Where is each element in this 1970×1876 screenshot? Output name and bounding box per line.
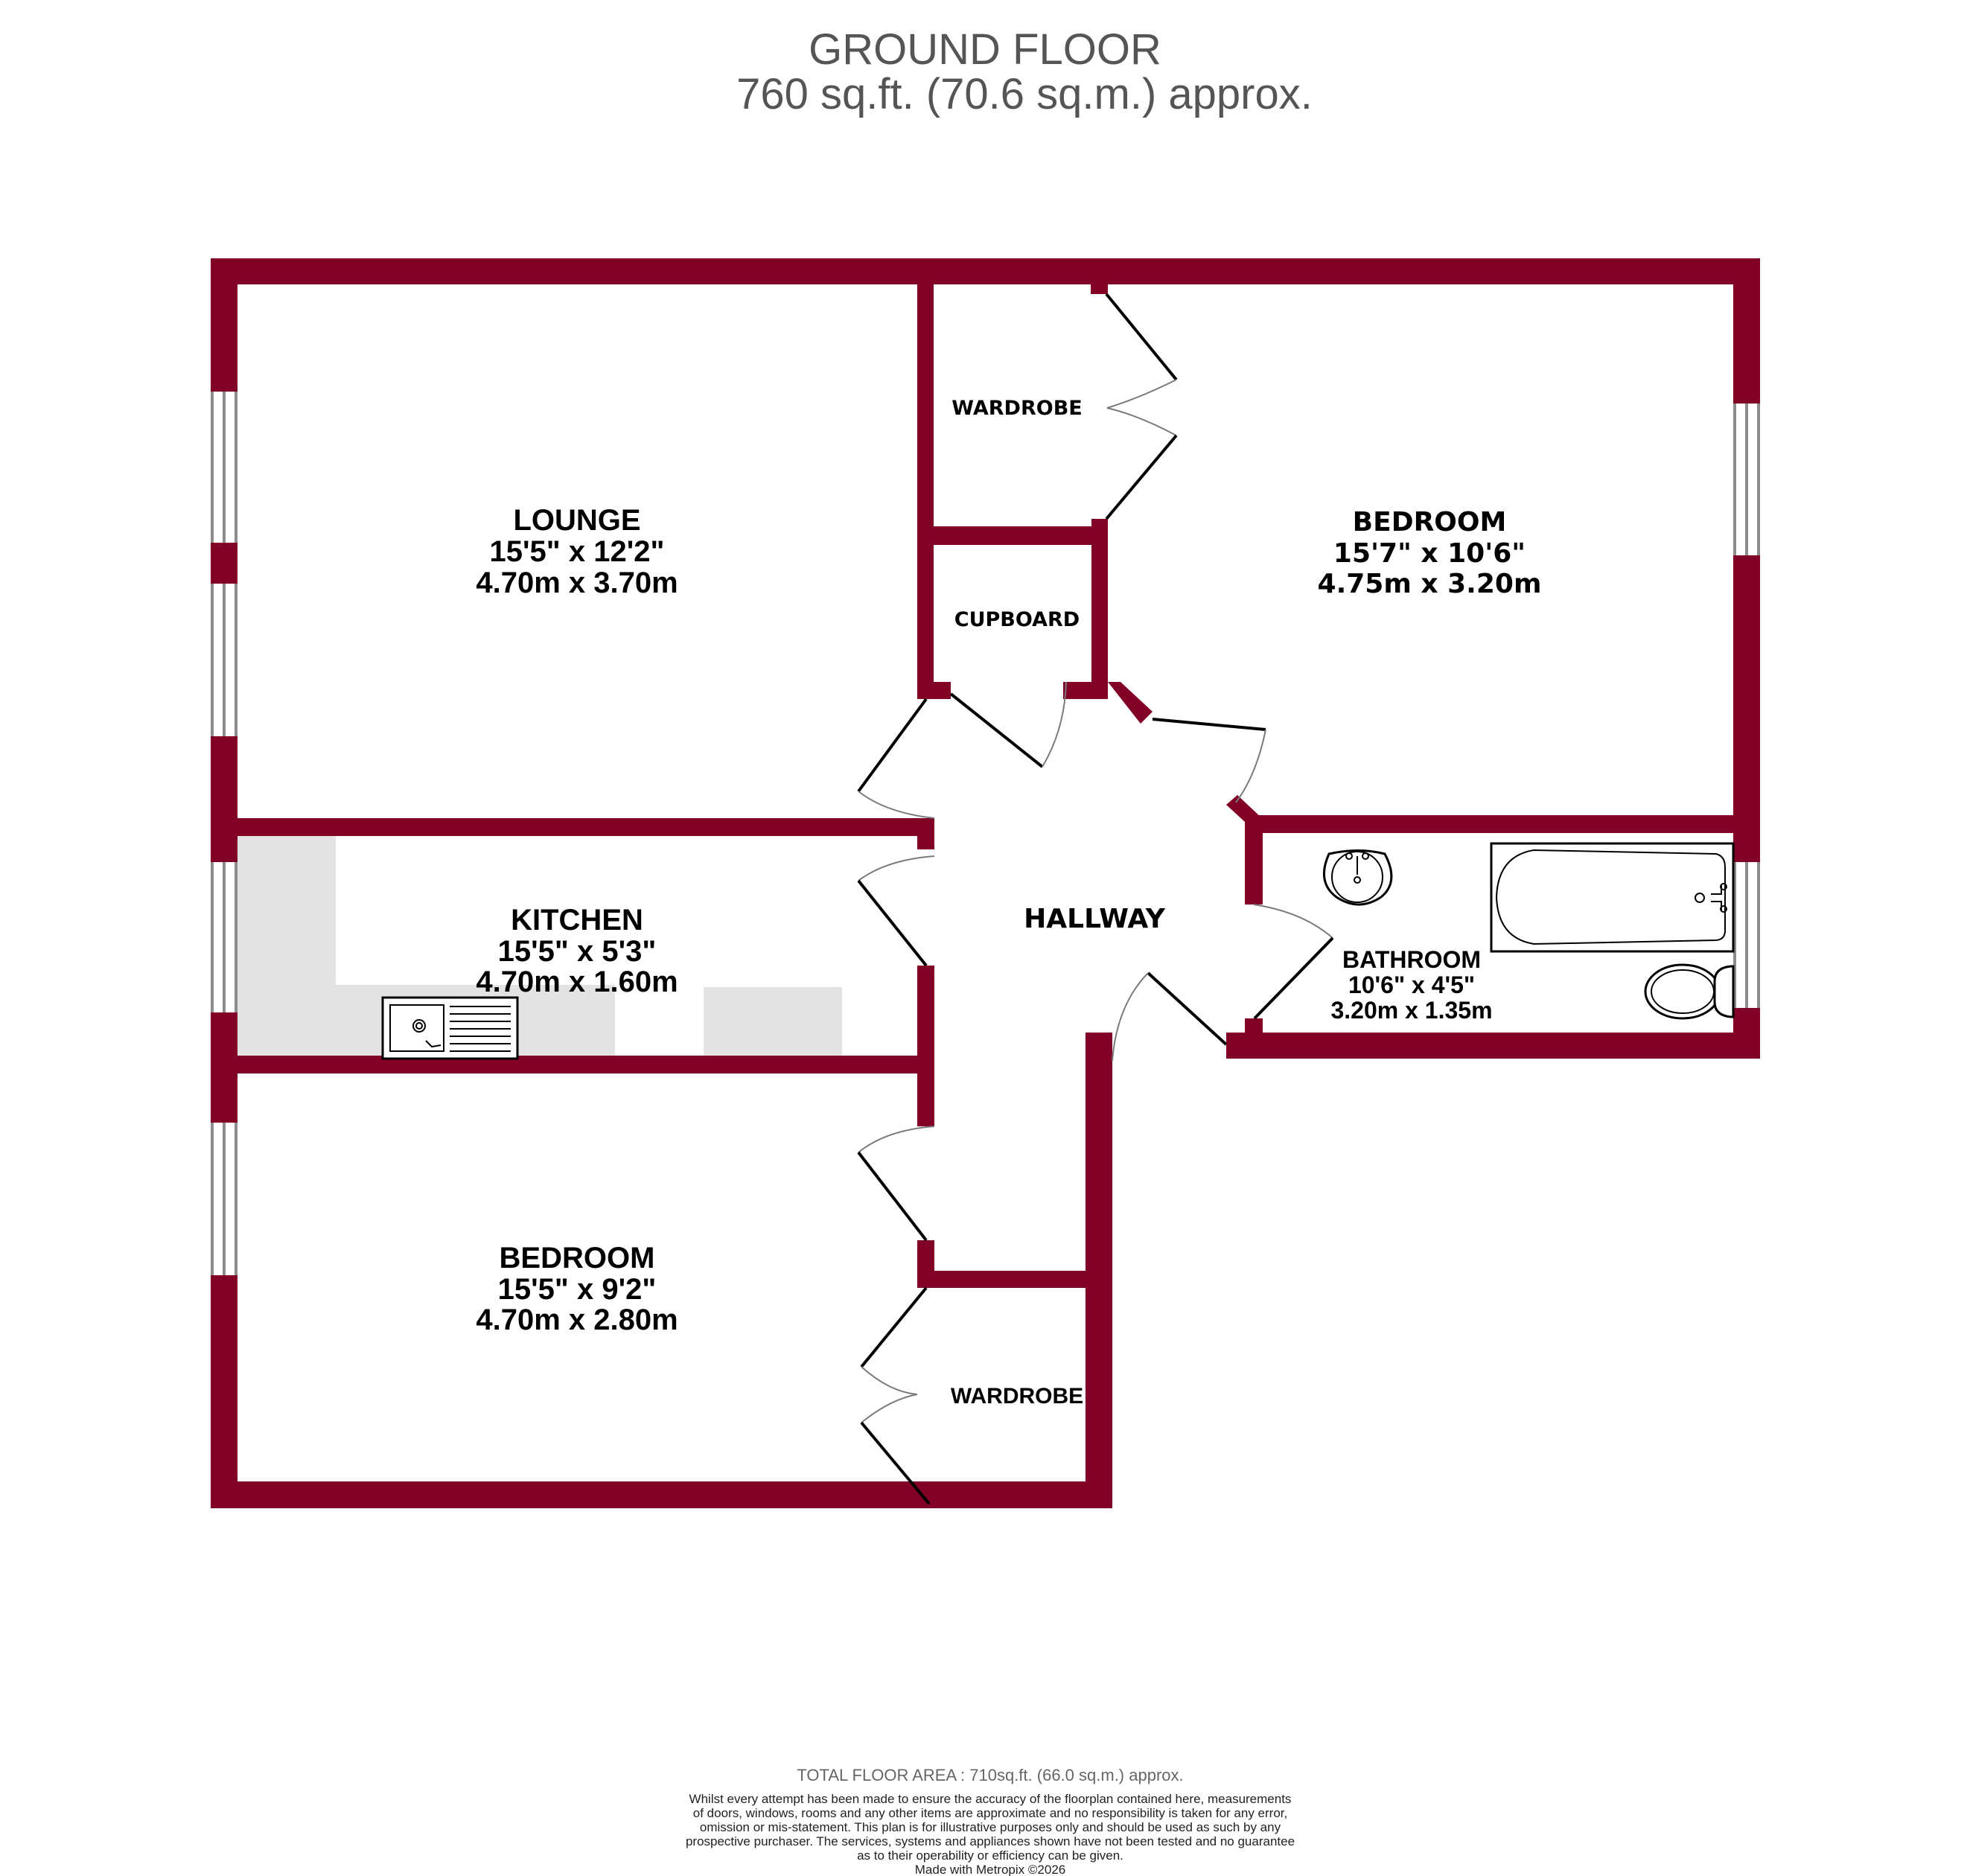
toilet-icon (1644, 963, 1735, 1020)
kitchen-sink-icon (381, 996, 519, 1060)
room-label-bedroom-2: BEDROOM 15'5" x 9'2" 4.70m x 2.80m (476, 1242, 678, 1336)
disclaimer-line: prospective purchaser. The services, sys… (686, 1834, 1295, 1848)
bathroom-window (1733, 862, 1760, 1008)
room-name: BATHROOM (1342, 946, 1481, 973)
lounge-window-1 (211, 392, 238, 543)
kitchen-window (211, 862, 238, 1012)
windows (211, 392, 1760, 1275)
floor-area: 760 sq.ft. (70.6 sq.m.) approx. (736, 70, 1313, 118)
room-label-lounge: LOUNGE 15'5" x 12'2" 4.70m x 3.70m (476, 504, 678, 599)
room-label-wardrobe-1: WARDROBE (951, 397, 1082, 420)
room-dim-metric: 4.70m x 3.70m (476, 567, 678, 599)
room-dim-metric: 4.75m x 3.20m (1318, 569, 1542, 599)
footer: TOTAL FLOOR AREA : 710sq.ft. (66.0 sq.m.… (686, 1766, 1295, 1876)
room-dim-imperial: 15'5" x 9'2" (498, 1273, 657, 1306)
room-label-hallway: HALLWAY (1024, 904, 1166, 934)
room-dim-imperial: 10'6" x 4'5" (1348, 972, 1475, 998)
bedroom-1-window (1733, 403, 1760, 555)
room-name: KITCHEN (511, 904, 643, 937)
room-dim-imperial: 15'7" x 10'6" (1333, 538, 1526, 569)
floor-title: GROUND FLOOR (809, 25, 1161, 74)
room-name: WARDROBE (951, 1384, 1083, 1408)
lounge-window-2 (211, 584, 238, 736)
room-dim-metric: 3.20m x 1.35m (1330, 997, 1492, 1024)
bedroom-2-window (211, 1123, 238, 1275)
doors (857, 293, 1334, 1505)
bath-icon (1490, 842, 1735, 953)
room-name: LOUNGE (513, 504, 640, 537)
disclaimer-line: omission or mis-statement. This plan is … (700, 1820, 1281, 1834)
disclaimer-line: Whilst every attempt has been made to en… (689, 1792, 1292, 1806)
disclaimer-line: of doors, windows, rooms and any other i… (693, 1806, 1287, 1820)
metropix-credit: Made with Metropix ©2026 (915, 1863, 1065, 1876)
room-name: WARDROBE (951, 397, 1082, 420)
room-name: CUPBOARD (954, 608, 1080, 631)
room-label-bathroom: BATHROOM 10'6" x 4'5" 3.20m x 1.35m (1330, 946, 1492, 1024)
room-label-kitchen: KITCHEN 15'5" x 5'3" 4.70m x 1.60m (476, 904, 678, 998)
total-floor-area: TOTAL FLOOR AREA : 710sq.ft. (66.0 sq.m.… (797, 1766, 1183, 1784)
basin-icon (1323, 849, 1393, 906)
room-dim-metric: 4.70m x 2.80m (476, 1304, 678, 1336)
room-dim-imperial: 15'5" x 5'3" (498, 935, 657, 968)
room-name: HALLWAY (1024, 904, 1166, 934)
room-dim-imperial: 15'5" x 12'2" (490, 535, 665, 568)
room-name: BEDROOM (500, 1242, 655, 1274)
disclaimer-line: as to their operability or efficiency ca… (857, 1848, 1123, 1863)
room-dim-metric: 4.70m x 1.60m (476, 966, 678, 998)
room-label-cupboard: CUPBOARD (954, 608, 1080, 631)
room-name: BEDROOM (1353, 507, 1507, 537)
room-label-bedroom-1: BEDROOM 15'7" x 10'6" 4.75m x 3.20m (1318, 507, 1542, 599)
room-label-wardrobe-2: WARDROBE (951, 1384, 1083, 1408)
